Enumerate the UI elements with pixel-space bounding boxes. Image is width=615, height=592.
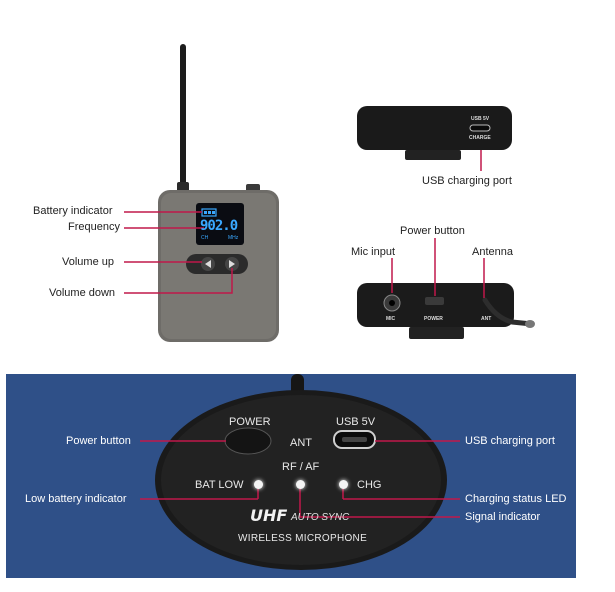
low-battery-indicator-label: Low battery indicator <box>25 493 127 505</box>
panel-bat-low-marking: BAT LOW <box>195 479 244 491</box>
power-button-label: Power button <box>400 225 465 237</box>
panel-power-button-label: Power button <box>66 435 131 447</box>
wireless-microphone-marking: WIRELESS MICROPHONE <box>238 533 368 544</box>
antenna-whip <box>180 44 186 188</box>
chg-led <box>339 480 348 489</box>
display-frequency: 902.0 <box>200 218 238 234</box>
panel-ant-marking: ANT <box>290 437 312 449</box>
panel-rf-af-marking: RF / AF <box>282 461 320 473</box>
frequency-label: Frequency <box>68 221 120 233</box>
bat-low-led <box>254 480 263 489</box>
display-ch: CH <box>201 235 209 241</box>
panel-usb-5v-marking: USB 5V <box>336 416 376 428</box>
rf-af-led <box>296 480 305 489</box>
antenna-label: Antenna <box>472 246 513 258</box>
battery-indicator-label: Battery indicator <box>33 205 113 217</box>
panel-chg-marking: CHG <box>357 479 382 491</box>
usb-charging-port-label: USB charging port <box>422 175 512 187</box>
power-marking: POWER <box>424 316 443 322</box>
panel-usb-charging-port-label: USB charging port <box>465 435 555 447</box>
power-switch[interactable] <box>425 297 444 305</box>
usb-c-port <box>469 124 491 132</box>
panel-power-button[interactable] <box>224 427 272 455</box>
charge-marking: CHARGE <box>469 135 491 141</box>
transmitter-front-illustration <box>124 44 535 342</box>
usb-top-view <box>357 106 512 150</box>
charging-status-led-label: Charging status LED <box>465 493 567 505</box>
antenna-stub <box>482 297 535 327</box>
auto-sync-logo: AUTO SYNC <box>291 512 350 523</box>
volume-down-label: Volume down <box>49 287 116 299</box>
uhf-logo: UHF <box>250 506 288 525</box>
ant-marking: ANT <box>481 316 492 322</box>
panel-illustration <box>140 374 460 570</box>
mic-input-label: Mic input <box>351 246 396 258</box>
mic-marking: MIC <box>386 316 396 322</box>
usb-5v-marking: USB 5V <box>471 116 490 122</box>
display-mhz: MHz <box>228 235 239 241</box>
signal-indicator-label: Signal indicator <box>465 511 541 523</box>
panel-power-marking: POWER <box>229 416 271 428</box>
volume-up-label: Volume up <box>62 256 114 268</box>
